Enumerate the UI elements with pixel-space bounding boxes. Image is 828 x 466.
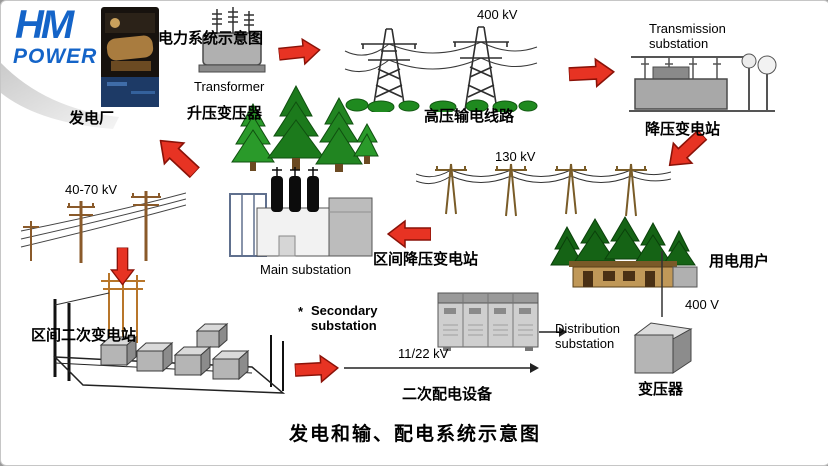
- transmission-towers-image: [343, 17, 538, 112]
- secondary-substation-image: [47, 271, 305, 399]
- main-substation-image: [227, 164, 375, 264]
- distribution-substation-label: Distribution substation: [555, 321, 621, 351]
- voltage-400v-label: 400 V: [685, 297, 719, 312]
- step-up-transformer-icon: [197, 5, 267, 75]
- secondary-distribution-label: 二次配电设备: [402, 386, 493, 403]
- transformer-cn-label: 变压器: [638, 381, 684, 398]
- arrow-substation-to-130kv: [654, 119, 714, 179]
- logo-power: POWER: [13, 45, 98, 68]
- arrow-lines-to-substation: [567, 56, 616, 95]
- regional-step-down-label: 区间降压变电站: [373, 251, 479, 268]
- voltage-400kv-label: 400 kV: [477, 7, 518, 22]
- voltage-130kv-label: 130 kV: [495, 149, 536, 164]
- 130kv-lines-image: [416, 154, 671, 219]
- step-down-substation-label: 降压变电站: [645, 121, 721, 138]
- distribution-cabinet-image: [437, 289, 539, 353]
- power-plant-label: 发电厂: [69, 110, 115, 127]
- diagram-title: 发电和输、配电系统示意图: [288, 424, 542, 445]
- arrow-secondary-to-feeder: [293, 352, 340, 391]
- distribution-transformer-image: [627, 313, 697, 375]
- footnote-mark: *: [298, 304, 304, 319]
- transmission-substation-label: Transmission substation: [649, 21, 726, 51]
- distribution-connector-arrow: [539, 325, 567, 339]
- voltage-1122kv-label: 11/22 kV: [398, 346, 449, 361]
- logo-hm: HM: [15, 3, 74, 47]
- schematic-heading: 电力系统示意图: [158, 30, 264, 47]
- power-plant-image: [101, 7, 159, 107]
- regional-secondary-label: 区间二次变电站: [31, 327, 137, 344]
- users-house-image: [547, 209, 709, 293]
- 4070kv-poles-image: [11, 187, 186, 265]
- secondary-substation-label: Secondary substation: [311, 303, 378, 333]
- transmission-substation-image: [627, 47, 777, 125]
- arrow-transformer-to-lines: [277, 35, 322, 74]
- voltage-4070kv-label: 40-70 kV: [65, 182, 118, 197]
- users-label: 用电用户: [709, 253, 770, 270]
- arrow-main-to-4070kv: [147, 123, 210, 186]
- trees-image: [221, 84, 379, 174]
- page-curl: [1, 1, 141, 141]
- feeder-line-11-22kv: [344, 361, 540, 375]
- hv-line-label: 高压输电线路: [424, 108, 515, 125]
- transformer-en-label: Transformer: [194, 79, 265, 94]
- arrow-130kv-to-main-substation: [386, 214, 432, 249]
- step-up-transformer-label: 升压变压器: [187, 105, 263, 122]
- main-substation-label: Main substation: [260, 262, 352, 277]
- arrow-4070kv-to-secondary: [103, 246, 138, 286]
- service-drop-line: [656, 253, 670, 319]
